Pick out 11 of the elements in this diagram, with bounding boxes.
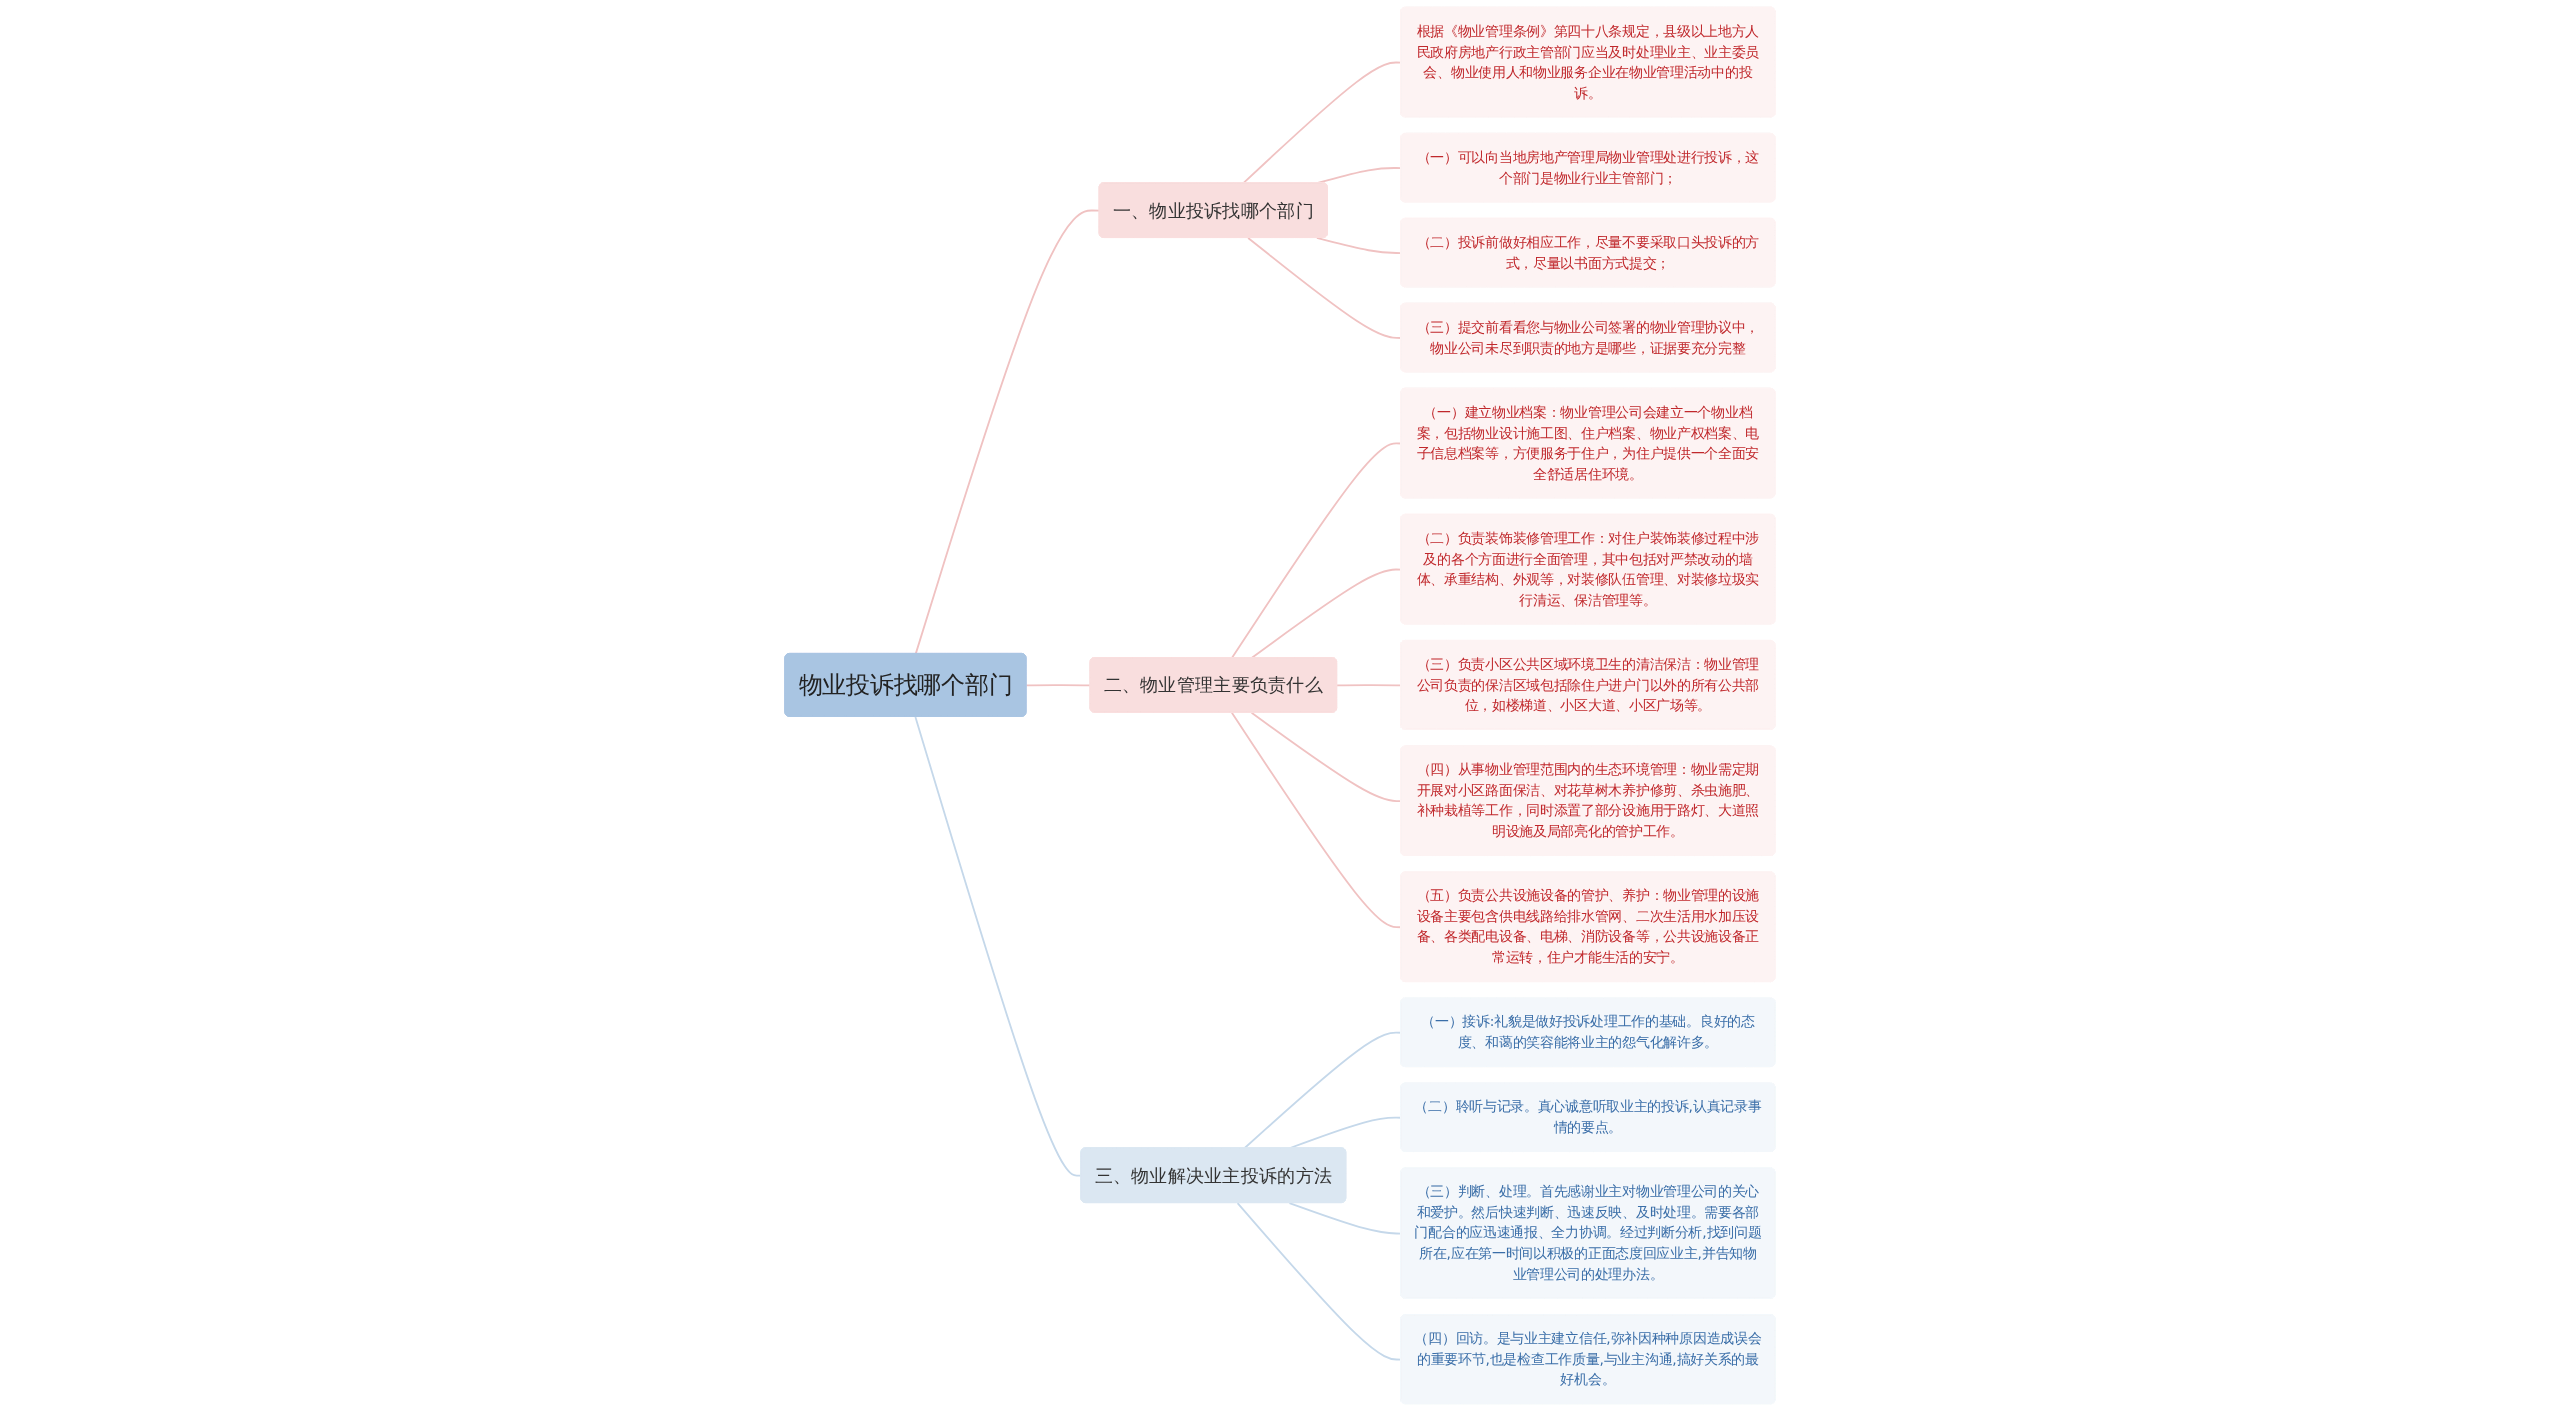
connector [1250,711,1402,803]
connector [1247,237,1402,339]
connector [1250,568,1402,659]
connector [1230,442,1402,659]
connector [1288,1202,1402,1235]
connector [1230,711,1402,929]
connector [1336,684,1402,687]
connector [914,209,1101,655]
connector [1242,61,1402,185]
connector [1316,237,1402,254]
connector [1236,1202,1402,1361]
